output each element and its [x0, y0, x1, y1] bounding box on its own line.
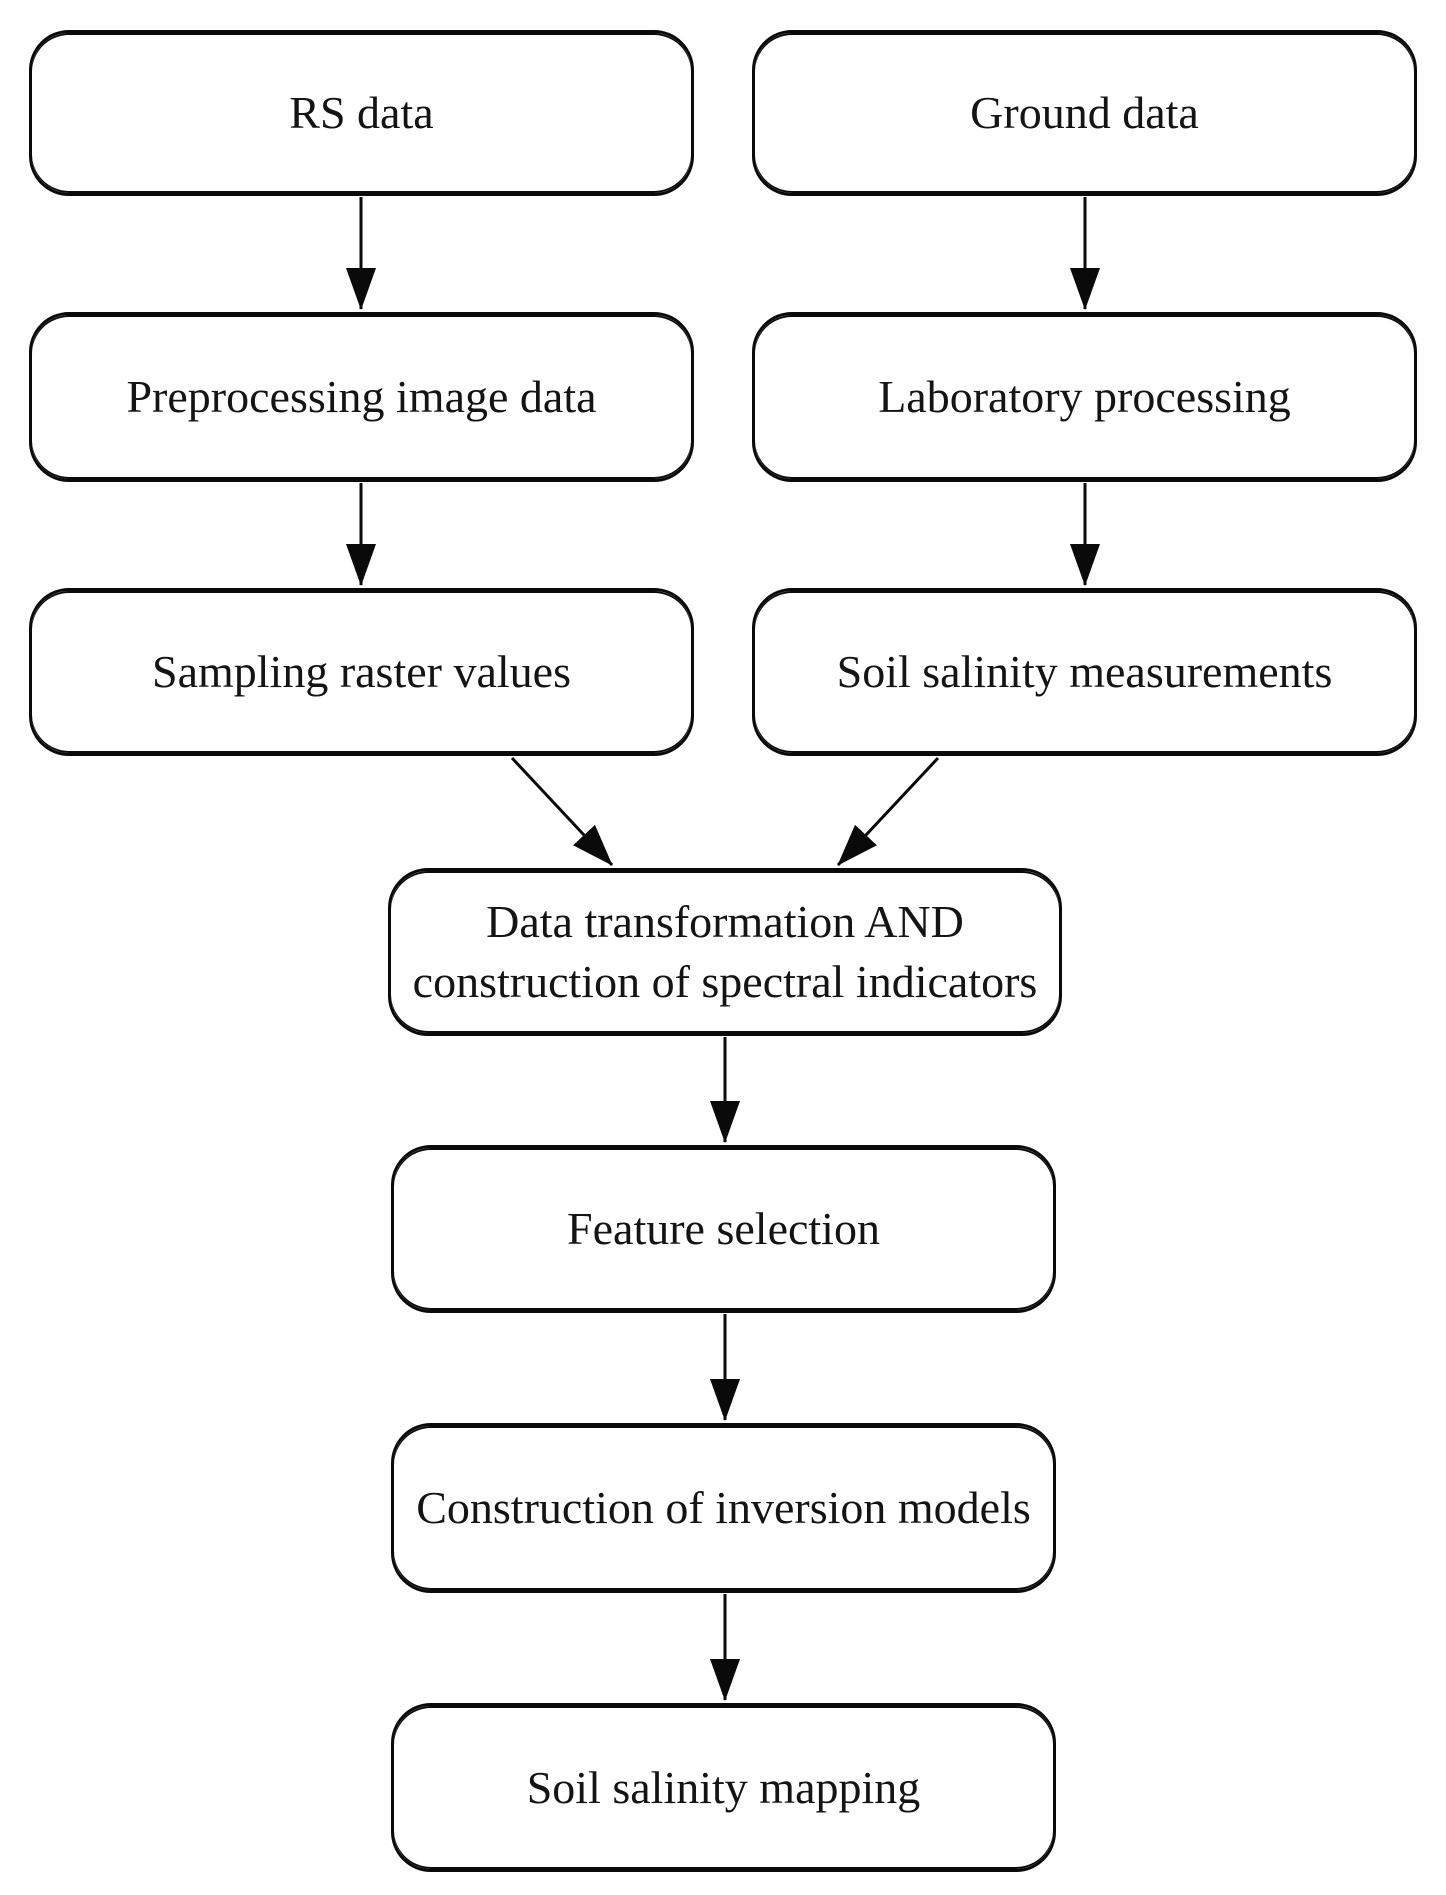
node-data-transformation: Data transformation AND construction of …	[388, 868, 1062, 1036]
arrow-measurements-to-transformation	[836, 756, 940, 867]
node-label: Laboratory processing	[878, 371, 1291, 423]
node-label: Soil salinity measurements	[836, 646, 1333, 698]
node-label: Ground data	[970, 87, 1199, 139]
node-rs-data: RS data	[29, 30, 694, 196]
node-construction-inversion-models: Construction of inversion models	[391, 1423, 1056, 1593]
node-soil-salinity-mapping: Soil salinity mapping	[391, 1703, 1056, 1872]
node-laboratory-processing: Laboratory processing	[752, 312, 1417, 482]
node-sampling-raster-values: Sampling raster values	[29, 588, 694, 756]
node-feature-selection: Feature selection	[391, 1145, 1056, 1313]
node-label: RS data	[289, 87, 434, 139]
arrow-sampling-to-transformation	[510, 756, 614, 867]
node-soil-salinity-measurements: Soil salinity measurements	[752, 588, 1417, 756]
node-label: Feature selection	[567, 1203, 880, 1255]
node-label: Soil salinity mapping	[526, 1761, 921, 1813]
node-label: Sampling raster values	[151, 646, 571, 698]
node-preprocessing-image-data: Preprocessing image data	[29, 312, 694, 482]
node-label: Data transformation AND construction of …	[412, 896, 1038, 1007]
node-label: Construction of inversion models	[416, 1482, 1031, 1534]
node-label: Preprocessing image data	[126, 371, 597, 423]
node-ground-data: Ground data	[752, 30, 1417, 196]
